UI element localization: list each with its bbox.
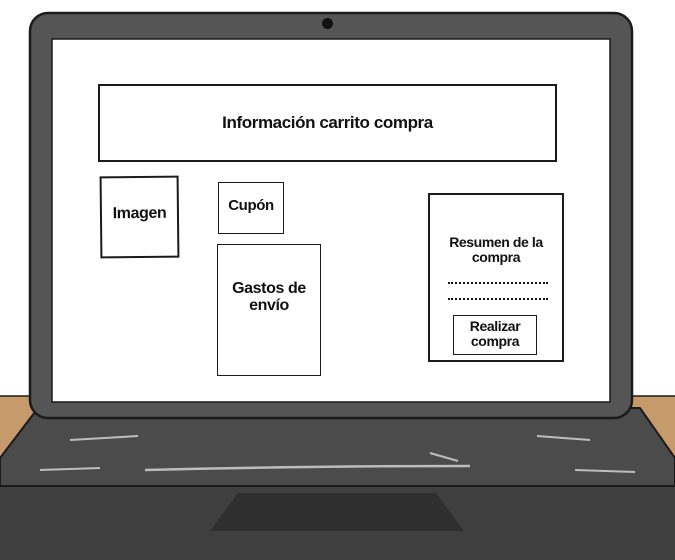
summary-label-line-1: Resumen de la	[449, 234, 543, 250]
place-order-label-line-2: compra	[470, 333, 520, 349]
webcam-icon	[322, 18, 333, 29]
cart-info-label: Información carrito compra	[222, 113, 433, 132]
keyboard-highlight-right-2	[536, 435, 591, 441]
product-image-placeholder: Imagen	[99, 175, 180, 259]
place-order-button[interactable]: Realizar compra	[453, 315, 537, 355]
shipping-label: Gastos de envío	[218, 280, 320, 314]
keyboard-highlight-left	[69, 435, 139, 441]
trackpad	[210, 493, 464, 531]
coupon-field[interactable]: Cupón	[218, 182, 284, 234]
shipping-label-line-1: Gastos de	[232, 280, 306, 297]
summary-dotted-line	[448, 298, 548, 300]
keyboard-highlight-left-2	[39, 467, 101, 471]
place-order-label-line-1: Realizar	[469, 318, 521, 334]
summary-dotted-line	[448, 282, 548, 284]
keyboard-highlight-right-3	[574, 469, 636, 473]
keyboard-highlight-center	[144, 464, 471, 472]
coupon-label: Cupón	[228, 197, 274, 214]
shipping-label-line-2: envío	[249, 297, 289, 314]
image-label: Imagen	[112, 204, 167, 223]
summary-label: Resumen de la compra	[430, 235, 562, 265]
place-order-label: Realizar compra	[454, 319, 536, 349]
summary-label-line-2: compra	[471, 249, 521, 265]
cart-info-panel: Información carrito compra	[98, 84, 557, 162]
order-summary-panel: Resumen de la compra Realizar compra	[428, 193, 564, 362]
shipping-costs-panel: Gastos de envío	[217, 244, 321, 376]
keyboard-highlight-right	[429, 452, 459, 462]
